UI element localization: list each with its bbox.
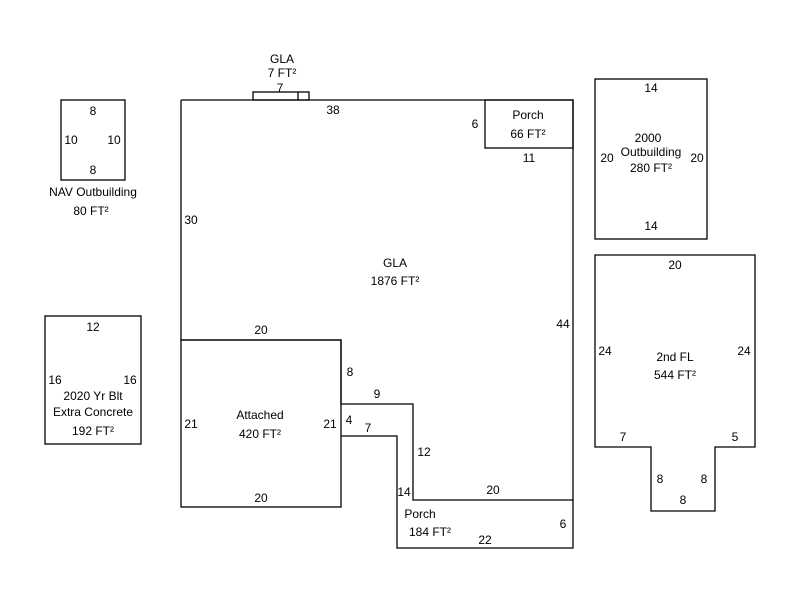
area-porch-bottom[interactable]: Porch 184 FT² 4 7 14 22 6	[341, 413, 574, 549]
dim: 5	[732, 430, 739, 444]
gla-small-label: GLA	[270, 52, 294, 66]
extra-concrete-label: 2020 Yr Blt	[63, 389, 123, 403]
area-nav-outbuilding[interactable]: 8 10 10 8 NAV Outbuilding 80 FT²	[49, 99, 137, 218]
dim: 10	[64, 133, 78, 147]
area-second-floor[interactable]: 20 24 24 7 5 8 8 8 2nd FL 544 FT²	[594, 254, 756, 512]
porch-bottom-outline	[341, 435, 574, 549]
outbuilding-2000-label: Outbuilding	[621, 145, 682, 159]
dim: 20	[690, 151, 704, 165]
dim: 9	[374, 387, 381, 401]
dim: 24	[598, 344, 612, 358]
dim: 20	[254, 323, 268, 337]
porch-bottom-label: Porch	[404, 507, 435, 521]
porch-top-label: Porch	[512, 108, 543, 122]
dim: 20	[254, 491, 268, 505]
area-porch-top[interactable]: Porch 66 FT² 6 11	[472, 99, 574, 165]
area-attached[interactable]: Attached 420 FT² 20 21 21 20	[180, 323, 342, 508]
porch-top-area: 66 FT²	[510, 127, 545, 141]
dim: 21	[184, 417, 198, 431]
area-outbuilding-2000[interactable]: 14 20 20 14 2000 Outbuilding 280 FT²	[594, 78, 708, 240]
nav-outbuilding-area: 80 FT²	[73, 204, 108, 218]
area-extra-concrete[interactable]: 12 16 16 2020 Yr Blt Extra Concrete 192 …	[44, 315, 142, 445]
gla-small-area: 7 FT²	[268, 66, 297, 80]
nav-outbuilding-label: NAV Outbuilding	[49, 185, 137, 199]
outbuilding-2000-label: 2000	[635, 131, 662, 145]
extra-concrete-area: 192 FT²	[72, 424, 114, 438]
dim: 14	[397, 485, 411, 499]
area-gla-small[interactable]: GLA 7 FT² 7	[252, 52, 310, 101]
dim: 12	[86, 320, 100, 334]
dim: 6	[560, 517, 567, 531]
dim: 44	[556, 317, 570, 331]
dim: 4	[346, 413, 353, 427]
dim: 38	[326, 103, 340, 117]
dim: 8	[90, 104, 97, 118]
dim: 16	[48, 373, 62, 387]
dim: 8	[90, 163, 97, 177]
dim: 20	[486, 483, 500, 497]
second-floor-outline	[594, 254, 756, 512]
attached-label: Attached	[236, 408, 283, 422]
dim: 12	[417, 445, 431, 459]
extra-concrete-outline	[44, 315, 142, 445]
extra-concrete-label: Extra Concrete	[53, 405, 133, 419]
gla-main-label: GLA	[383, 256, 407, 270]
dim: 24	[737, 344, 751, 358]
dim: 7	[277, 81, 284, 95]
dim: 10	[107, 133, 121, 147]
dim: 8	[347, 365, 354, 379]
outbuilding-2000-outline	[594, 78, 708, 240]
second-floor-area: 544 FT²	[654, 368, 696, 382]
dim: 6	[472, 117, 479, 131]
dim: 20	[600, 151, 614, 165]
dim: 8	[657, 472, 664, 486]
dim: 30	[184, 213, 198, 227]
dim: 22	[478, 533, 492, 547]
attached-outline	[180, 339, 342, 508]
nav-outbuilding-outline	[60, 99, 126, 181]
dim: 21	[323, 417, 337, 431]
porch-top-outline	[484, 99, 574, 149]
dim: 7	[620, 430, 627, 444]
dim: 11	[523, 151, 536, 165]
dim: 7	[365, 421, 372, 435]
dim: 16	[123, 373, 137, 387]
dim: 8	[701, 472, 708, 486]
porch-bottom-area: 184 FT²	[409, 525, 451, 539]
dim: 14	[644, 81, 658, 95]
second-floor-label: 2nd FL	[656, 350, 694, 364]
dim: 14	[644, 219, 658, 233]
attached-area: 420 FT²	[239, 427, 281, 441]
dim: 20	[668, 258, 682, 272]
dim: 8	[680, 493, 687, 507]
gla-main-area: 1876 FT²	[371, 274, 420, 288]
outbuilding-2000-area: 280 FT²	[630, 161, 672, 175]
